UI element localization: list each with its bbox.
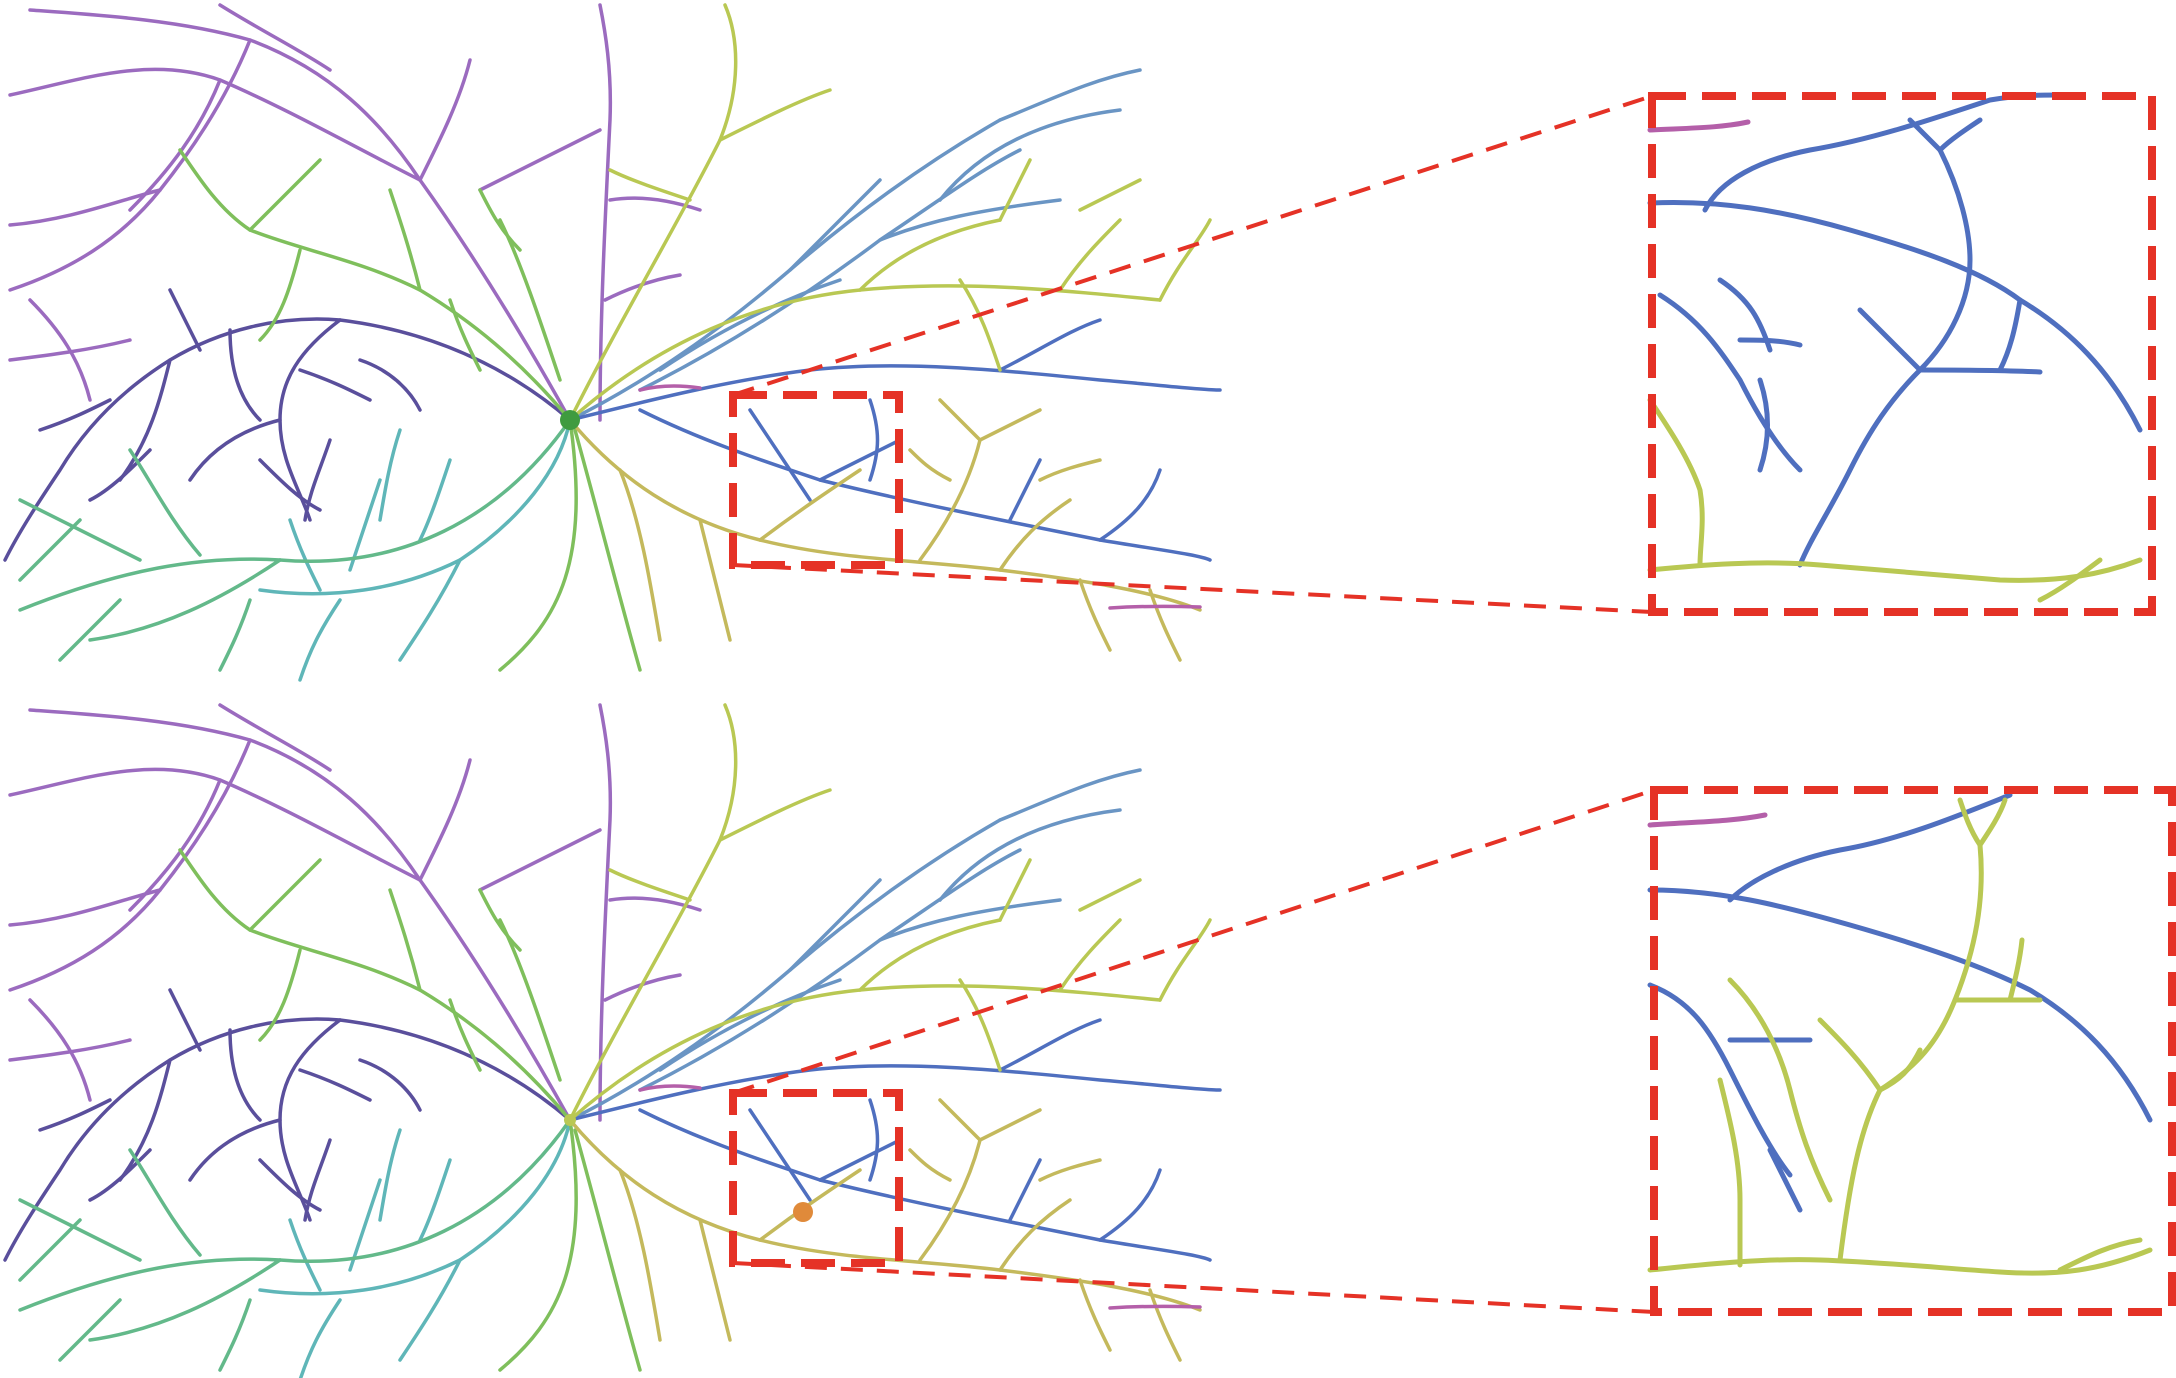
connector-top-lower [732, 563, 1653, 614]
panel-top [3, 3, 2156, 682]
connector-top-upper [732, 94, 1653, 397]
roi-box-top [729, 391, 903, 569]
inset-top [1650, 95, 2140, 600]
vessel-tree-bottom [3, 703, 1222, 1378]
optic-disc-marker-top [560, 410, 580, 430]
connector-bottom-upper [732, 788, 1655, 1095]
inset-bottom [1650, 795, 2150, 1273]
inset-frame-top [1648, 92, 2156, 616]
roi-box-bottom [729, 1089, 903, 1267]
optic-disc-marker-bottom [564, 1114, 576, 1126]
seed-point-marker-bottom [793, 1202, 813, 1222]
panel-bottom [3, 703, 1222, 1378]
inset-frame-bottom [1650, 786, 2176, 1316]
connector-bottom-lower [732, 1261, 1655, 1314]
